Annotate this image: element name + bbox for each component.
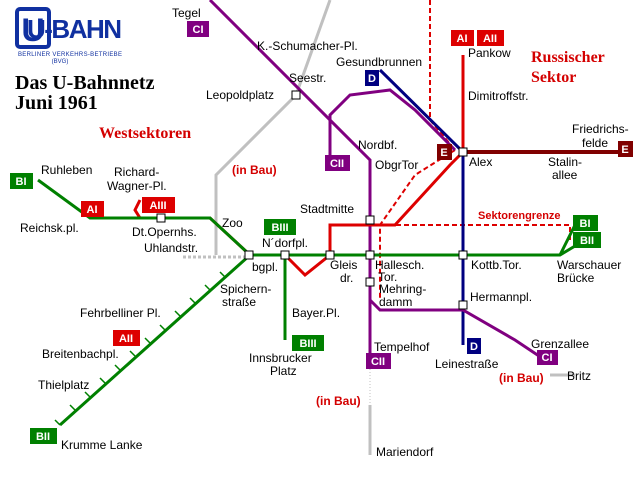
station-stalinallee-1: Stalin- — [548, 155, 582, 169]
badge-bii-krumme-lanke: BII — [36, 431, 50, 443]
station-dtopernhs: Dt.Opernhs. — [132, 225, 197, 239]
station-kschumacher: K.-Schumacher-Pl. — [257, 39, 358, 53]
logo-u-letter: U — [21, 12, 44, 48]
badge-bii-east: BII — [580, 235, 594, 247]
map-title-line-2: Juni 1961 — [15, 92, 98, 114]
station-ndorfpl: N´dorfpl. — [262, 236, 308, 250]
station-friedrichsfelde-1: Friedrichs- — [572, 122, 629, 136]
badge-biii-bottom: BIII — [299, 338, 316, 350]
in-bau-label-3: (in Bau) — [499, 371, 544, 385]
station-fehrbelliner: Fehrbelliner Pl. — [80, 306, 161, 320]
badge-e-friedrichsfelde: E — [621, 144, 628, 156]
station-krummelanke: Krumme Lanke — [61, 438, 143, 452]
station-nordbf: Nordbf. — [358, 138, 397, 152]
station-warschauer-1: Warschauer — [557, 258, 621, 272]
badge-d-gesundbrunnen: D — [368, 73, 376, 85]
badge-cii-mid: CII — [330, 158, 344, 170]
station-ruhleben: Ruhleben — [41, 163, 92, 177]
station-kottbtor: Kottb.Tor. — [471, 258, 522, 272]
station-zoo: Zoo — [222, 216, 243, 230]
badge-ci-tegel: CI — [193, 24, 204, 36]
station-spichern-2: straße — [222, 295, 256, 309]
logo-title: U-BAHN — [27, 14, 122, 44]
station-hallesch-1: Hallesch. — [375, 258, 424, 272]
russian-sector-label-1: Russischer — [531, 49, 605, 66]
badge-ai-west: AI — [87, 204, 98, 216]
station-breitenbach: Breitenbachpl. — [42, 347, 119, 361]
station-innsbrucker-2: Platz — [270, 364, 297, 378]
station-leinestrasse: Leinestraße — [435, 357, 499, 371]
station-mehringdamm-2: damm — [379, 295, 412, 309]
in-bau-label-2: (in Bau) — [316, 394, 361, 408]
badge-d-leinestrasse: D — [470, 341, 478, 353]
badge-e-alex: E — [440, 147, 447, 159]
badge-aii-breitenbach: AII — [119, 333, 133, 345]
construction-lines — [183, 0, 575, 455]
station-obgrtor: ObgrTor — [375, 158, 418, 172]
station-thielplatz: Thielplatz — [38, 378, 89, 392]
station-innsbrucker-1: Innsbrucker — [249, 351, 312, 365]
station-hermannpl: Hermannpl. — [470, 290, 532, 304]
badge-bi-ruhleben: BI — [16, 176, 27, 188]
station-britz: Britz — [567, 369, 591, 383]
station-ticks — [54, 271, 226, 426]
station-leopoldplatz: Leopoldplatz — [206, 88, 274, 102]
station-reichskpl: Reichsk.pl. — [20, 221, 79, 235]
station-mariendorf: Mariendorf — [376, 445, 434, 459]
sector-border-label: Sektorengrenze — [478, 210, 561, 222]
station-pankow: Pankow — [468, 46, 511, 60]
station-richardwagner-1: Richard- — [114, 165, 159, 179]
badge-cii-tempelhof: CII — [371, 356, 385, 368]
line-badges: CI CII CII CI D D E E AI AII AI AIII AII… — [10, 21, 633, 444]
badge-bi-east: BI — [580, 218, 591, 230]
station-gesundbrunnen: Gesundbrunnen — [336, 55, 422, 69]
station-gleisdr-2: dr. — [340, 271, 353, 285]
station-stadtmitte: Stadtmitte — [300, 202, 354, 216]
logo-subtitle-2: (BVG) — [52, 59, 69, 65]
station-grenzallee: Grenzallee — [531, 337, 589, 351]
station-spichern-1: Spichern- — [220, 282, 271, 296]
station-alex: Alex — [469, 155, 492, 169]
station-tempelhof: Tempelhof — [374, 340, 430, 354]
station-stalinallee-2: allee — [552, 168, 578, 182]
badge-ci-grenzallee: CI — [542, 352, 553, 364]
badge-ai-pankow: AI — [457, 33, 468, 45]
west-sectors-label: Westsektoren — [99, 125, 191, 142]
interchange-stations — [156, 90, 468, 310]
badge-aiii: AIII — [149, 200, 166, 212]
map-title-line-1: Das U-Bahnnetz — [15, 72, 155, 94]
line-c — [208, 0, 546, 362]
badge-biii-top: BIII — [271, 222, 288, 234]
station-hallesch-2: Tor. — [378, 270, 397, 284]
station-friedrichsfelde-2: felde — [582, 136, 608, 150]
station-mehringdamm-1: Mehring- — [379, 282, 426, 296]
station-uhlandstr: Uhlandstr. — [144, 241, 198, 255]
station-labels: Tegel K.-Schumacher-Pl. Gesundbrunnen Pa… — [20, 6, 629, 459]
russian-sector-label-2: Sektor — [531, 69, 576, 86]
station-warschauer-2: Brücke — [557, 271, 595, 285]
station-tegel: Tegel — [172, 6, 201, 20]
station-richardwagner-2: Wagner-Pl. — [107, 179, 167, 193]
bvg-logo: U U-BAHN BERLINER VERKEHRS-BETRIEBE (BVG… — [15, 7, 122, 65]
badge-aii-pankow: AII — [483, 33, 497, 45]
station-dimitroffstr: Dimitroffstr. — [468, 89, 528, 103]
logo-subtitle-1: BERLINER VERKEHRS-BETRIEBE — [18, 52, 122, 58]
station-seestr: Seestr. — [289, 71, 326, 85]
in-bau-label-1: (in Bau) — [232, 163, 277, 177]
station-bayerpl: Bayer.Pl. — [292, 306, 340, 320]
station-bgpl: bgpl. — [252, 260, 278, 274]
station-gleisdr-1: Gleis — [330, 258, 357, 272]
